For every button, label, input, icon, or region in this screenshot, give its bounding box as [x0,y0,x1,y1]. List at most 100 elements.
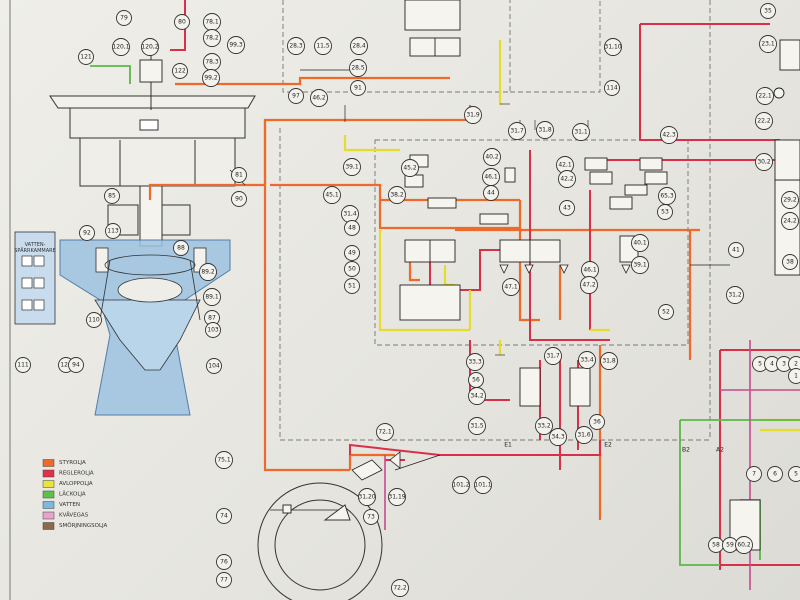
reference-bubble: 78,3 [203,53,221,71]
turbine-generator [49,40,256,247]
reference-label: 30,2 [757,159,771,166]
reference-bubble: 5 [788,466,800,482]
legend-swatch [42,501,55,509]
legend-label: STYROLJA [59,460,86,466]
reference-bubble: 97 [288,88,304,104]
reference-bubble: 110 [86,312,102,328]
reference-label: 87 [208,315,216,322]
reference-label: 46,1 [484,174,498,181]
reference-label: 33,3 [468,359,482,366]
reference-bubble: 90 [231,191,247,207]
reference-label: 48 [348,225,356,232]
reference-label: 40,1 [633,240,647,247]
reference-bubble: 47,2 [580,276,598,294]
legend-label: VATTEN [59,502,80,508]
legend-swatch [42,459,55,467]
reference-label: 53 [661,209,669,216]
reference-bubble: 31,7 [508,122,526,140]
reference-bubble: 38 [782,254,798,270]
reference-label: 65,3 [660,193,674,200]
runner [94,299,201,371]
reference-label: 42,3 [662,132,676,139]
reference-label: 56 [472,377,480,384]
reference-label: 38 [786,259,794,266]
reference-bubble: 121 [78,49,94,65]
reference-label: 2 [794,361,798,368]
reference-label: 72,1 [378,429,392,436]
reference-bubble: 99,3 [227,36,245,54]
reference-label: 31,7 [546,353,560,360]
legend-swatch [42,511,55,520]
legend: STYROLJAREGLEROLJAAVLOPPOLJALÄCKOLJAVATT… [42,459,108,530]
reference-bubble: 56 [468,372,484,388]
reference-label: 45,2 [403,165,417,172]
reference-label: 49 [348,250,356,257]
reference-bubble: 1 [788,368,800,384]
legend-swatch [42,522,55,530]
reference-bubble: 72,1 [376,423,394,441]
reference-label: 99,2 [204,75,218,82]
reference-label: 85 [108,193,116,200]
reference-label: 28,4 [352,43,366,50]
reference-label: 97 [292,93,300,100]
reference-bubble: 92 [79,225,95,241]
pipes-reglerolja [170,0,800,570]
reference-label: 31,4 [343,211,357,218]
reference-bubble: 11,5 [314,37,332,55]
reference-bubble: 33,4 [578,351,596,369]
reference-bubble: 31,8 [536,121,554,139]
reference-bubble: 101,2 [452,476,470,494]
legend-swatch [42,480,55,488]
reference-bubble: 22,2 [755,112,773,130]
reference-label: 101,1 [474,482,491,489]
reference-bubble: 22,1 [756,87,774,105]
governor-drum [257,482,383,600]
reference-label: 28,5 [351,65,365,72]
reference-bubble: 31,7 [544,347,562,365]
reference-label: 120,1 [112,44,129,51]
legend-label: KVÄVEGAS [59,512,89,519]
reference-label: 76 [220,559,228,566]
reference-label: 120,2 [141,44,158,51]
reference-bubble: 113 [105,223,121,239]
reference-label: 3 [782,361,786,368]
reference-bubble: 88 [173,240,189,256]
reference-label: 31,1 [574,129,588,136]
reference-label: 89,2 [201,269,215,276]
valve-blocks [139,0,800,551]
reference-label: 31,2 [728,292,742,299]
reference-bubble: 80 [174,14,190,30]
reference-bubble: 103 [205,322,221,338]
reference-label: 88 [177,245,185,252]
reference-label: 31,8 [538,127,552,134]
legend-swatch [42,469,55,478]
reference-bubble: 47,1 [502,278,520,296]
reference-bubble: 101,1 [474,476,492,494]
reference-bubble: 79 [116,10,132,26]
reference-label: 79 [120,15,128,22]
reference-label: 123 [60,362,72,369]
reference-bubble: 39,1 [343,158,361,176]
reference-bubble: 46,1 [581,261,599,279]
reference-bubble: 33,2 [535,417,553,435]
reference-bubble: 77 [216,572,232,588]
reference-bubble: 31,2 [726,286,744,304]
reference-label: 34,3 [551,434,565,441]
reference-bubble: 31,4 [341,205,359,223]
reference-label: 7 [752,471,756,478]
reference-label: 31,10 [604,44,621,51]
reference-label: 38,2 [390,192,404,199]
reference-label: 122 [174,68,186,75]
reference-label: 75,1 [217,457,231,464]
reference-bubble: 29,2 [781,191,799,209]
reference-label: E1 [504,442,512,449]
reference-bubble: 31,5 [468,417,486,435]
reference-label: 89,1 [205,294,219,301]
reference-bubble: 31,20 [358,488,376,506]
reference-label: 5 [758,361,762,368]
reference-label: 40,2 [485,154,499,161]
reference-bubble: 48 [344,220,360,236]
reference-label: 99,3 [229,42,243,49]
reference-bubble: 114 [604,80,620,96]
